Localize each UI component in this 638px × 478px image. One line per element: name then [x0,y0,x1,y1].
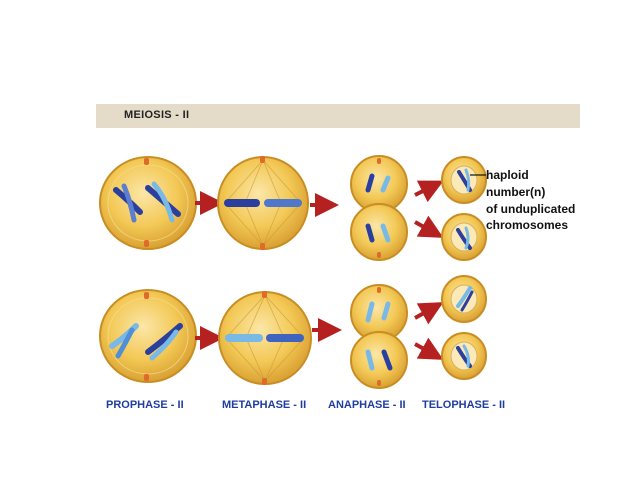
chromosome-icon [456,228,472,250]
arrow-icon [414,180,444,203]
diagram-title: MEIOSIS - II [124,109,190,121]
chromosome-icon [460,290,474,312]
chromosome-icon [113,183,143,223]
annotation-line-2: number(n) [486,185,546,199]
anaphase-cell-top [350,155,408,261]
chromosome-icon [380,175,391,193]
chromosome-icon [145,323,183,361]
centriole-icon [377,158,381,164]
stage-label-telophase: TELOPHASE - II [422,399,506,411]
chromosome-icon [381,301,391,321]
chromosome-icon [224,199,260,207]
centriole-icon [144,292,149,299]
chromosome-icon [456,286,472,308]
centriole-icon [260,243,265,250]
chromosome-icon [365,173,375,193]
telophase-cell-bottom-2 [441,332,487,380]
centriole-icon [377,287,381,293]
chromosome-icon [365,223,375,243]
stage-label-metaphase: METAPHASE - II [222,399,307,411]
annotation-line-3: of unduplicated [486,202,576,216]
centriole-icon [144,374,149,381]
chromosome-icon [462,344,470,368]
metaphase-cell-top [217,156,309,250]
prophase-cell-top [99,156,197,250]
title-bar: MEIOSIS - II [96,104,580,128]
annotation-line-1: haploid [486,168,529,182]
centriole-icon [377,252,381,258]
stage-label-prophase: PROPHASE - II [106,399,184,411]
telophase-cell-top-1 [441,156,487,204]
chromosome-icon [266,334,304,342]
telophase-cell-bottom-1 [441,275,487,323]
anaphase-cell-bottom [350,284,408,389]
chromosome-icon [464,226,470,250]
chromosome-icon [225,334,263,342]
chromosome-icon [365,301,375,323]
centriole-icon [144,240,149,247]
centriole-icon [144,158,149,165]
telophase-cell-top-2 [441,213,487,261]
arrow-icon [414,337,444,360]
stage-label-anaphase: ANAPHASE - II [328,399,406,411]
annotation-line-4: chromosomes [486,218,569,232]
arrow-icon [414,215,444,238]
chromosome-icon [464,168,471,192]
centriole-icon [262,378,267,385]
chromosome-icon [145,181,181,223]
chromosome-icon [365,349,375,371]
centriole-icon [377,380,381,386]
chromosome-icon [380,223,391,243]
centriole-icon [260,156,265,163]
centriole-icon [262,291,267,298]
arrow-icon [414,302,444,325]
chromosome-icon [109,323,139,359]
prophase-cell-bottom [99,289,197,383]
chromosome-icon [381,349,393,371]
chromosome-icon [264,199,302,207]
metaphase-cell-bottom [218,291,312,385]
